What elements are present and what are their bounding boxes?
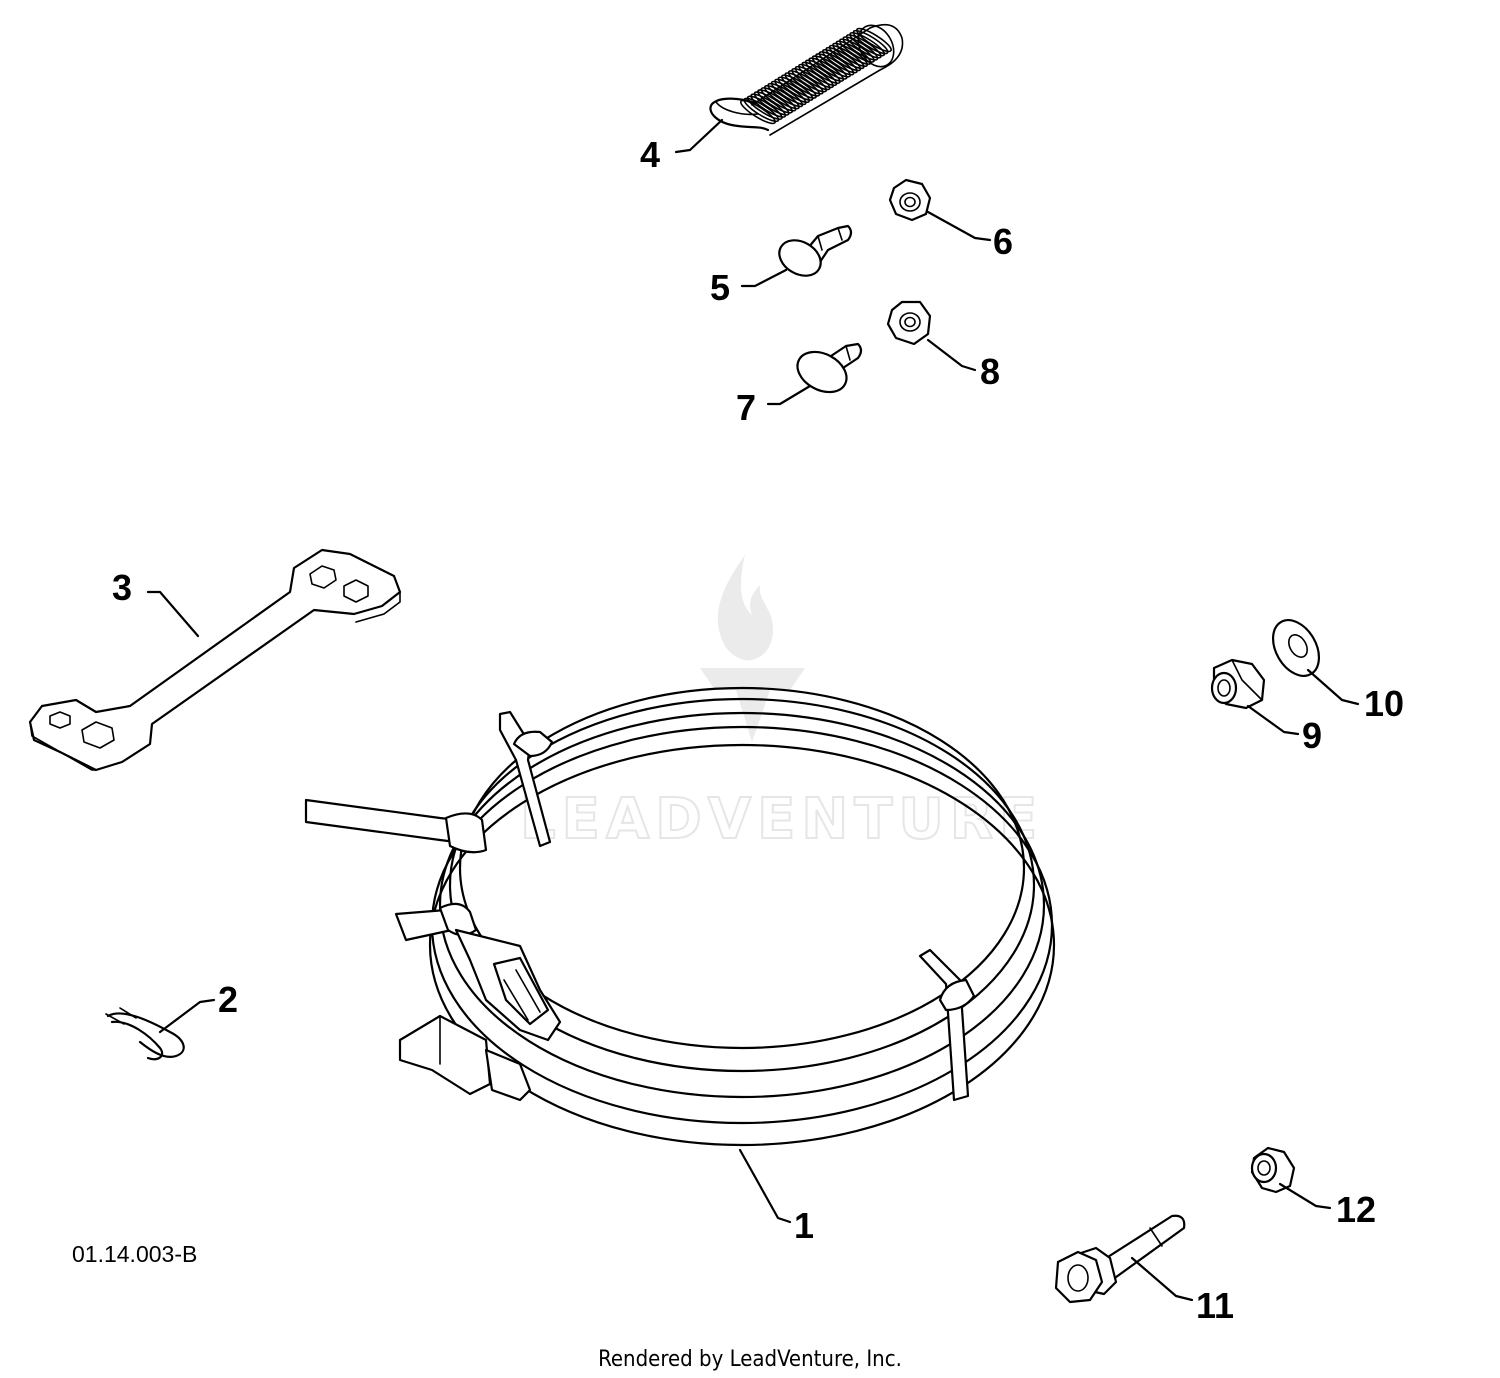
spring-coil bbox=[798, 63, 834, 89]
watermark-logo bbox=[700, 555, 805, 742]
spring-coil bbox=[753, 91, 790, 116]
hairpin-clip-part bbox=[105, 1007, 185, 1061]
spring-coil bbox=[787, 70, 824, 95]
wire-harness-part bbox=[304, 686, 1056, 1147]
callout-10: 10 bbox=[1364, 683, 1404, 724]
flange-nut-6 bbox=[888, 178, 932, 222]
spring-coil bbox=[842, 36, 879, 61]
spring-coil bbox=[794, 65, 831, 91]
leader-line-7 bbox=[766, 384, 812, 406]
leader-line-3 bbox=[146, 590, 200, 638]
leader-line-5 bbox=[740, 268, 788, 288]
lock-nut-9 bbox=[1210, 658, 1266, 710]
spring-coil bbox=[811, 55, 848, 80]
spring-coil bbox=[780, 74, 817, 99]
spring-coil bbox=[856, 27, 892, 53]
callout-6: 6 bbox=[993, 221, 1013, 262]
leader-line-12 bbox=[1278, 1182, 1332, 1210]
leader-line-10 bbox=[1306, 668, 1360, 706]
spring-part bbox=[709, 23, 904, 136]
spring-coil bbox=[770, 80, 807, 106]
spring-coil bbox=[821, 48, 858, 74]
spring-coil bbox=[760, 87, 797, 112]
spring-coil bbox=[767, 82, 804, 108]
leader-line-4 bbox=[674, 118, 724, 154]
spring-coil bbox=[828, 44, 865, 70]
leader-line-8 bbox=[926, 338, 977, 372]
hex-bolt-11 bbox=[1054, 1214, 1186, 1304]
spring-coil bbox=[746, 95, 783, 120]
carriage-bolt-7 bbox=[796, 342, 863, 394]
watermark-text: LEADVENTURE bbox=[520, 787, 1043, 852]
spring-coil bbox=[750, 93, 787, 118]
callout-3: 3 bbox=[112, 567, 132, 608]
flange-nut-8 bbox=[886, 300, 932, 346]
callout-12: 12 bbox=[1336, 1189, 1376, 1230]
callout-11: 11 bbox=[1196, 1285, 1234, 1326]
leader-line-9 bbox=[1246, 704, 1300, 736]
spring-coil bbox=[818, 51, 855, 76]
spring-coil bbox=[852, 29, 889, 55]
spring-coil bbox=[808, 57, 845, 82]
spring-coil bbox=[757, 89, 794, 114]
spring-coil bbox=[777, 76, 814, 101]
leader-line-2 bbox=[158, 998, 216, 1034]
part-code: 01.14.003-B bbox=[72, 1241, 197, 1267]
wrench-part bbox=[28, 548, 402, 772]
leader-line-1 bbox=[738, 1148, 792, 1224]
spring-coil bbox=[804, 59, 841, 84]
spring-coil bbox=[774, 78, 811, 104]
spring-coil bbox=[763, 84, 800, 110]
callout-1: 1 bbox=[794, 1205, 814, 1246]
callout-5: 5 bbox=[710, 267, 730, 308]
spring-coil bbox=[849, 32, 886, 57]
washer-10 bbox=[1271, 619, 1321, 677]
shoulder-bolt-5 bbox=[778, 224, 853, 277]
callout-9: 9 bbox=[1302, 715, 1322, 756]
spring-coil bbox=[740, 99, 776, 125]
callout-8: 8 bbox=[980, 351, 1000, 392]
spring-coil bbox=[791, 68, 828, 93]
spring-coil bbox=[832, 42, 869, 68]
leader-line-11 bbox=[1130, 1256, 1194, 1302]
spring-coil bbox=[784, 72, 821, 97]
spring-coil bbox=[825, 46, 862, 72]
credit-line: Rendered by LeadVenture, Inc. bbox=[598, 1347, 902, 1372]
callout-7: 7 bbox=[736, 387, 756, 428]
leader-line-6 bbox=[926, 210, 992, 242]
spring-coil bbox=[801, 61, 838, 87]
callout-2: 2 bbox=[218, 979, 238, 1020]
callout-4: 4 bbox=[640, 134, 660, 175]
lock-nut-12 bbox=[1250, 1146, 1296, 1194]
spring-coil bbox=[815, 53, 852, 78]
